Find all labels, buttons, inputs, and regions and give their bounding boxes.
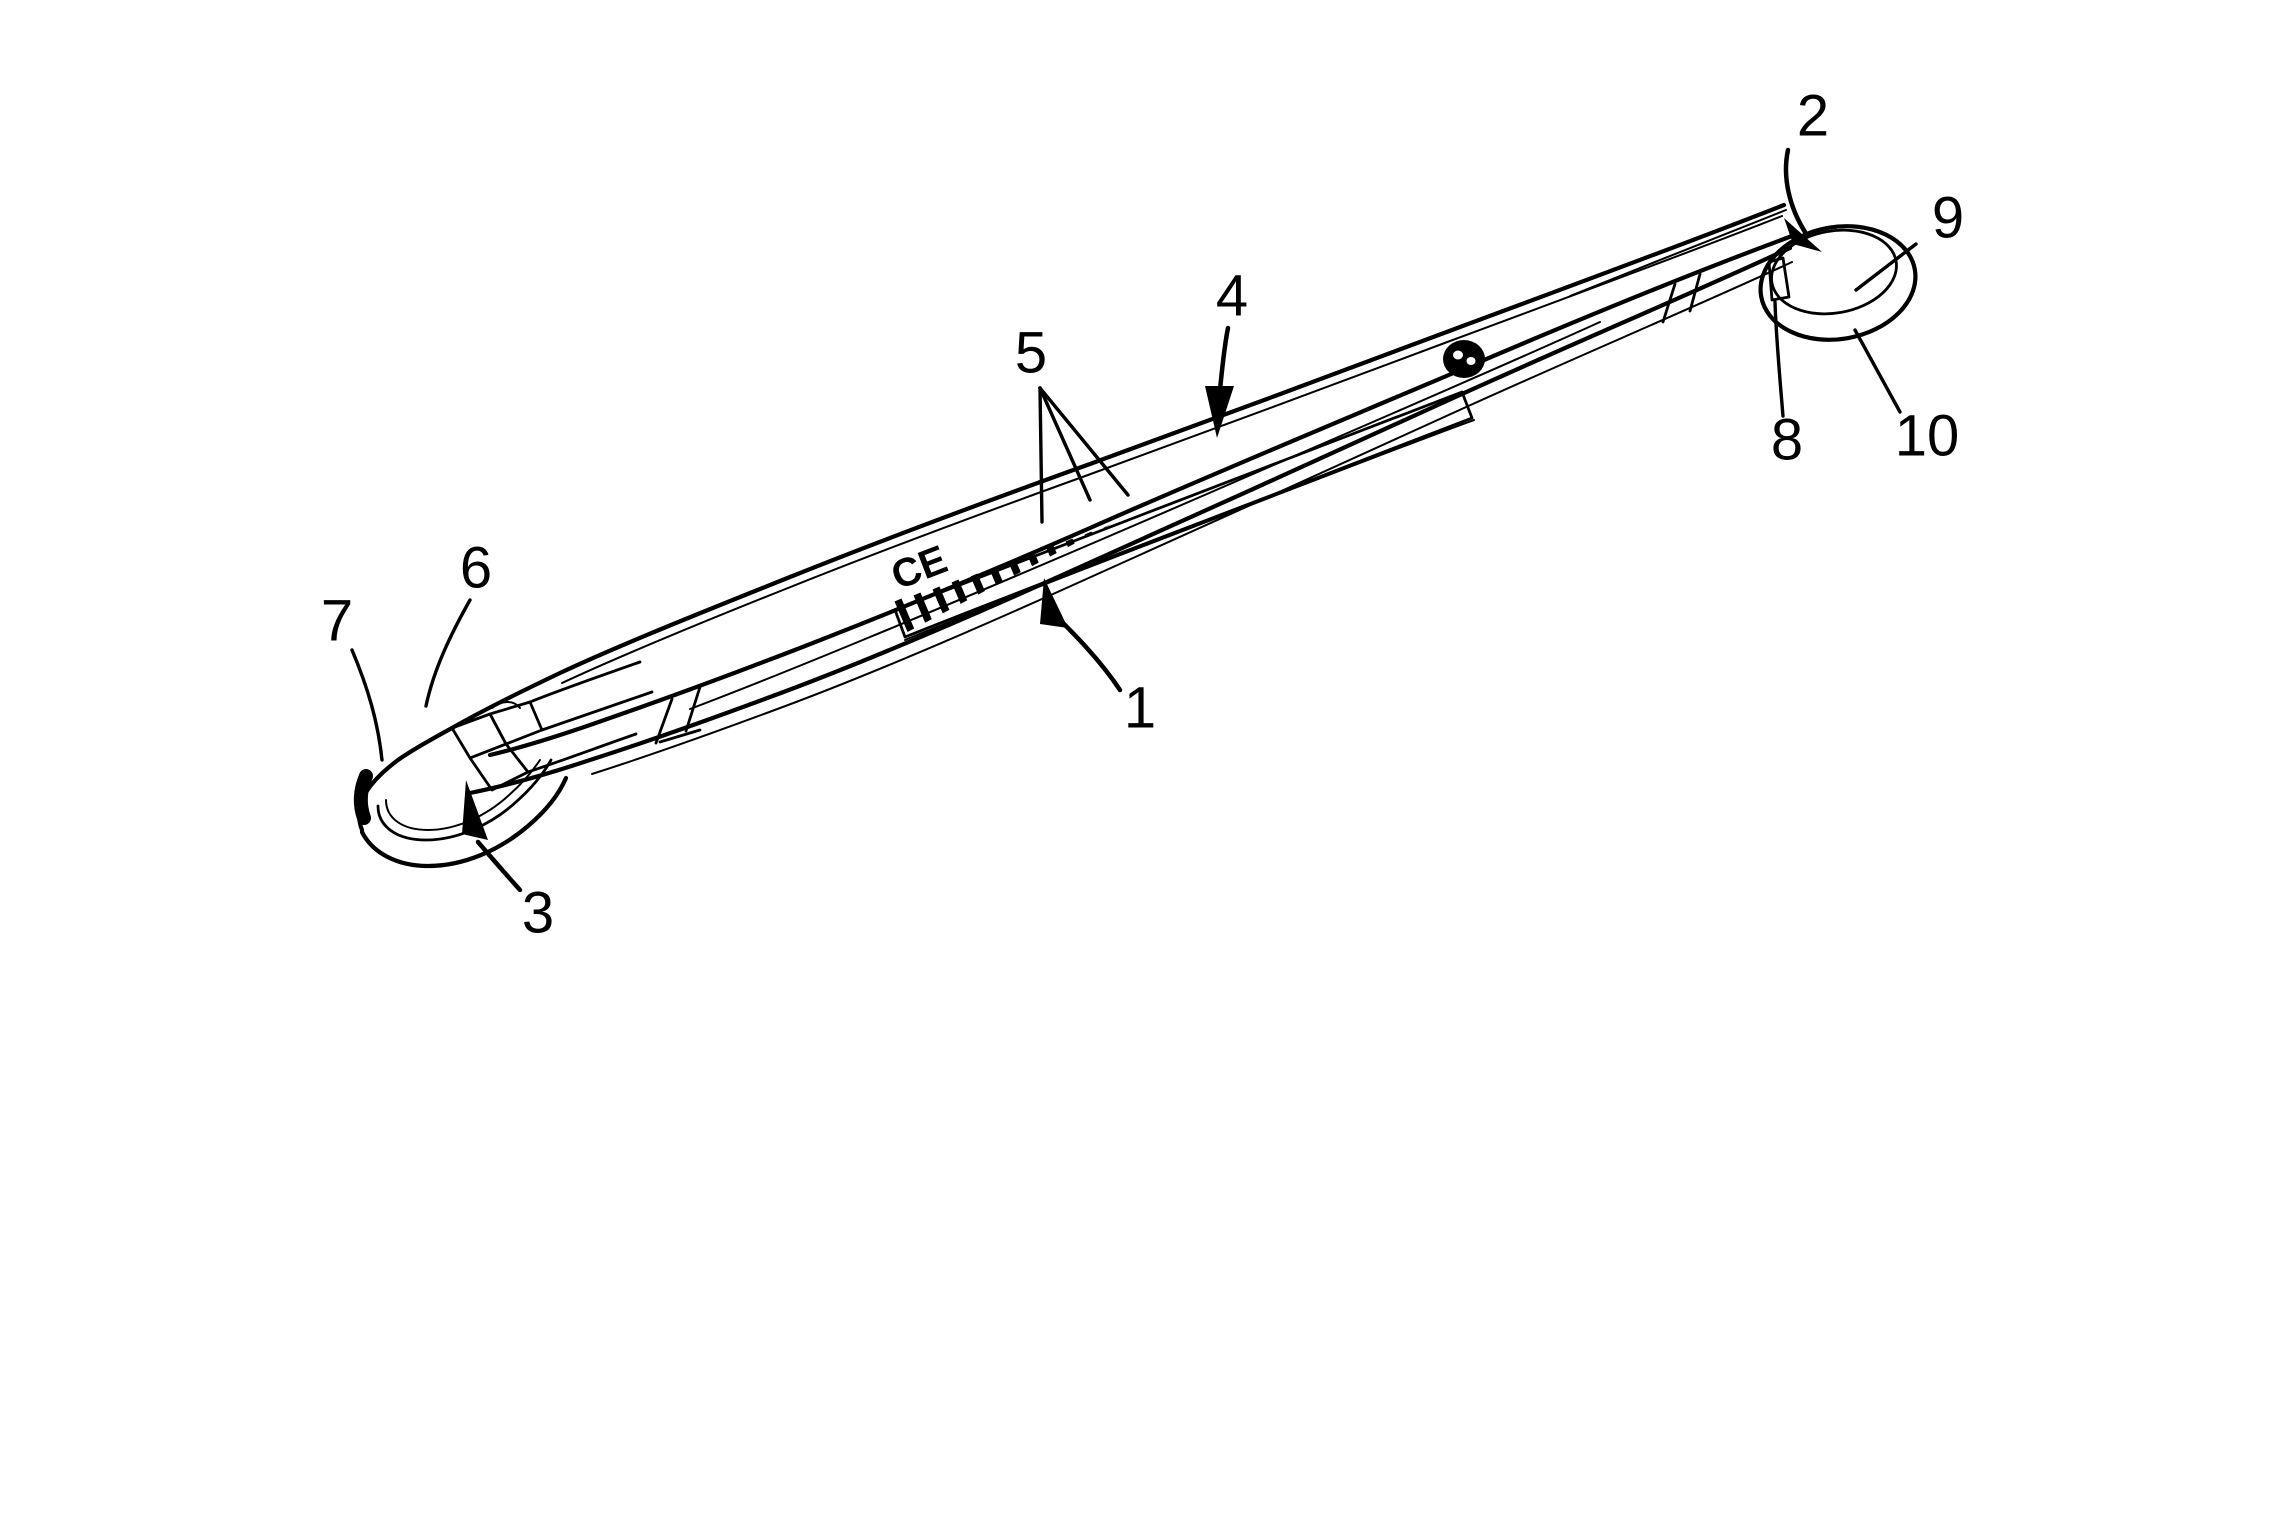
ref-numeral-9: 9 [1932, 185, 1964, 250]
leader-6 [424, 598, 472, 708]
tip-distal-edge [353, 769, 373, 825]
tip-ridge-1 [528, 660, 642, 704]
tip-ridge-2 [540, 690, 654, 732]
ring-outer-rim [1758, 224, 1918, 342]
leader-5 [1038, 386, 1130, 524]
instrument-body-group [449, 202, 1795, 796]
shaft-band-right-2 [1688, 272, 1702, 313]
leader-2 [1783, 147, 1822, 252]
ref-numeral-6: 6 [460, 535, 492, 600]
tip-outer-top [361, 725, 455, 799]
leader-3 [462, 780, 523, 893]
tip-bottom-sweep [359, 775, 569, 869]
ref-numeral-7: 7 [321, 588, 353, 653]
leader-7 [350, 648, 384, 762]
body-mid-contour [487, 233, 1795, 758]
reference-numeral-labels: 1 2 3 4 5 6 7 8 9 10 [321, 83, 1964, 945]
working-tip-group [353, 660, 654, 869]
shaft-top-sliver [1569, 209, 1787, 297]
serration-lower-rim [904, 419, 1475, 641]
serration-patch-outline [893, 390, 1474, 639]
neck-band-2 [684, 685, 702, 733]
body-lower-shade [591, 261, 1793, 775]
neck-band-3 [658, 728, 702, 744]
ref-numeral-2: 2 [1797, 83, 1829, 148]
leader-4 [1205, 325, 1234, 438]
leader-10 [1853, 328, 1902, 414]
tip-ridge-3 [526, 732, 638, 774]
body-upper-highlight [561, 215, 1783, 684]
leader-8 [1773, 300, 1785, 418]
body-upper-outline [449, 202, 1787, 731]
ref-numeral-5: 5 [1015, 320, 1047, 385]
ref-numeral-10: 10 [1895, 403, 1960, 468]
ref-numeral-8: 8 [1771, 407, 1803, 472]
body-inner-lower-line [689, 321, 1601, 710]
ref-numeral-3: 3 [522, 880, 554, 945]
round-stamp-icon [1443, 340, 1485, 378]
leader-1 [1040, 578, 1123, 693]
shaft-band-right-1 [1661, 282, 1677, 324]
tip-inner-face-2 [385, 759, 541, 831]
ref-numeral-1: 1 [1124, 675, 1156, 740]
tip-facet-3 [488, 700, 544, 746]
ref-numeral-4: 4 [1216, 263, 1248, 328]
neck-band-1 [654, 697, 674, 745]
leader-9 [1854, 242, 1918, 292]
ring-shaft-junction [1767, 256, 1791, 302]
tip-nub [491, 701, 521, 709]
